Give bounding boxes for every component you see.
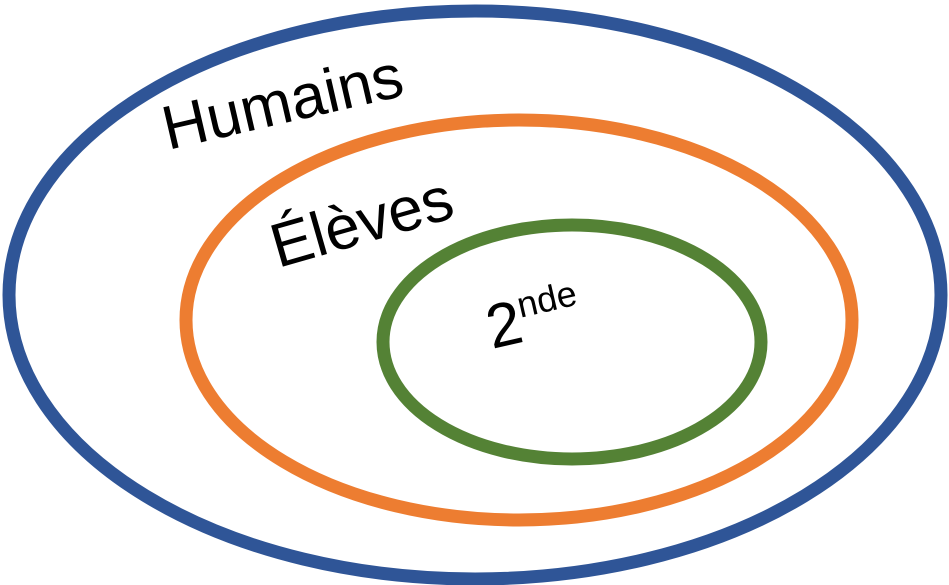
seconde-label-superscript: nde (513, 272, 581, 325)
seconde-label: 2nde (479, 272, 587, 362)
humains-set-ellipse (2, 4, 948, 585)
seconde-set-ellipse (376, 218, 768, 466)
eleves-set-ellipse (179, 113, 859, 527)
